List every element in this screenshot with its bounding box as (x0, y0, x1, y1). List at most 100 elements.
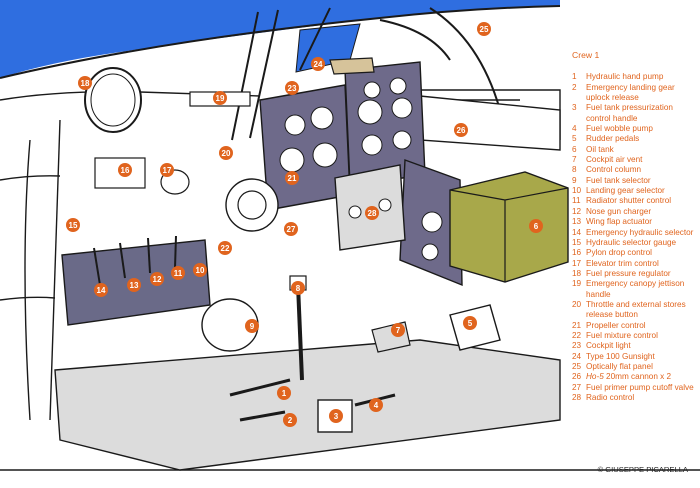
callout-number-28: 28 (368, 209, 377, 218)
legend-item: 5 Rudder pedals (572, 134, 698, 144)
callout-badge-26 (454, 123, 468, 137)
callout-badge-21 (285, 171, 299, 185)
legend-item-text: Oil tank (586, 144, 614, 154)
legend-item-number: 18 (572, 268, 582, 278)
legend-item-text: Control column (586, 165, 642, 175)
legend-item-text: Radiator shutter control (586, 196, 672, 206)
legend-item: 25 Optically flat panel (572, 362, 698, 372)
callout-number-23: 23 (288, 84, 297, 93)
callout-number-14: 14 (97, 286, 106, 295)
legend-item-number: 7 (572, 155, 577, 165)
callout-badge-11 (171, 266, 185, 280)
legend-item-text: Propeller control (586, 320, 646, 330)
callout-number-6: 6 (534, 222, 539, 231)
callout-badge-13 (127, 278, 141, 292)
legend-item-text: Nose gun charger (586, 206, 652, 216)
oil-tank (449, 171, 569, 283)
legend-item: 18 Fuel pressure regulator (572, 269, 698, 279)
legend-item-number: 1 (572, 72, 577, 82)
callout-number-15: 15 (69, 221, 78, 230)
legend-item-number: 25 (572, 361, 582, 371)
callout-number-13: 13 (130, 281, 139, 290)
legend-item-number: 17 (572, 258, 582, 268)
legend-item-text: Elevator trim control (586, 258, 659, 268)
legend-item: 15 Hydraulic selector gauge (572, 238, 698, 248)
legend-item-number: 13 (572, 217, 582, 227)
legend-item-text: Fuel tank selector (586, 175, 651, 185)
callout-number-5: 5 (468, 319, 473, 328)
legend-item-number: 28 (572, 393, 582, 402)
legend-item-text: Fuel tank pressurization control handle (586, 103, 673, 123)
callout-badge-8 (291, 281, 305, 295)
legend-item-number: 15 (572, 237, 582, 247)
legend-item: 12 Nose gun charger (572, 207, 698, 217)
legend-item-number: 21 (572, 320, 582, 330)
legend-item-text: Emergency canopy jettison handle (586, 279, 685, 299)
legend-item-text: Pylon drop control (586, 248, 652, 258)
pylon-drop-box (94, 157, 146, 189)
legend-item-number: 27 (572, 382, 582, 392)
legend-item-text: Cockpit air vent (586, 155, 643, 165)
callout-number-21: 21 (288, 174, 297, 183)
legend-item-text: Radio control (586, 393, 635, 402)
callout-number-18: 18 (81, 79, 90, 88)
legend-item-text: Optically flat panel (586, 361, 653, 371)
callout-number-27: 27 (287, 225, 296, 234)
legend-item-number: 5 (572, 134, 577, 144)
callout-badge-24 (311, 57, 325, 71)
callout-number-17: 17 (163, 166, 172, 175)
legend-item-text: Hydraulic hand pump (586, 72, 664, 82)
legend-item: 9 Fuel tank selector (572, 176, 698, 186)
callout-badge-23 (285, 81, 299, 95)
legend-item-text: Hydraulic selector gauge (586, 237, 677, 247)
callout-badge-9 (245, 319, 259, 333)
callout-badge-12 (150, 272, 164, 286)
legend-item-text: Throttle and external stores release but… (586, 299, 686, 320)
legend-item: 11 Radiator shutter control (572, 196, 698, 206)
callout-badge-7 (391, 323, 405, 337)
canopy-glass (0, 0, 560, 78)
legend-item-number: 22 (572, 330, 582, 340)
legend-item-text: Rudder pedals (586, 134, 640, 144)
callout-number-22: 22 (221, 244, 230, 253)
legend-item-text: Cockpit light (586, 341, 631, 351)
callout-number-26: 26 (457, 126, 466, 135)
callout-badge-16 (118, 163, 132, 177)
legend-item-number: 14 (572, 227, 582, 237)
callout-number-9: 9 (250, 322, 255, 331)
artist-credit: © GIUSEPPE PICARELLA (597, 465, 688, 474)
legend-item-text: Fuel pressure regulator (586, 268, 671, 278)
callout-badge-19 (213, 91, 227, 105)
callout-badge-1 (277, 386, 291, 400)
legend-item: 28 Radio control (572, 393, 698, 403)
gunsight (329, 57, 375, 75)
callout-number-7: 7 (396, 326, 401, 335)
callout-badge-25 (477, 22, 491, 36)
callout-number-20: 20 (222, 149, 231, 158)
legend-item-number: 9 (572, 175, 577, 185)
callout-number-11: 11 (174, 269, 183, 278)
legend-item-text: Fuel wobble pump (586, 124, 653, 134)
legend-item: 1 Hydraulic hand pump (572, 72, 698, 82)
callout-number-16: 16 (121, 166, 130, 175)
callout-number-2: 2 (288, 416, 293, 425)
callout-number-25: 25 (480, 25, 489, 34)
callout-number-4: 4 (374, 401, 379, 410)
legend-item-number: 12 (572, 206, 582, 216)
callout-number-12: 12 (153, 275, 162, 284)
legend-item-number: 11 (572, 196, 581, 206)
